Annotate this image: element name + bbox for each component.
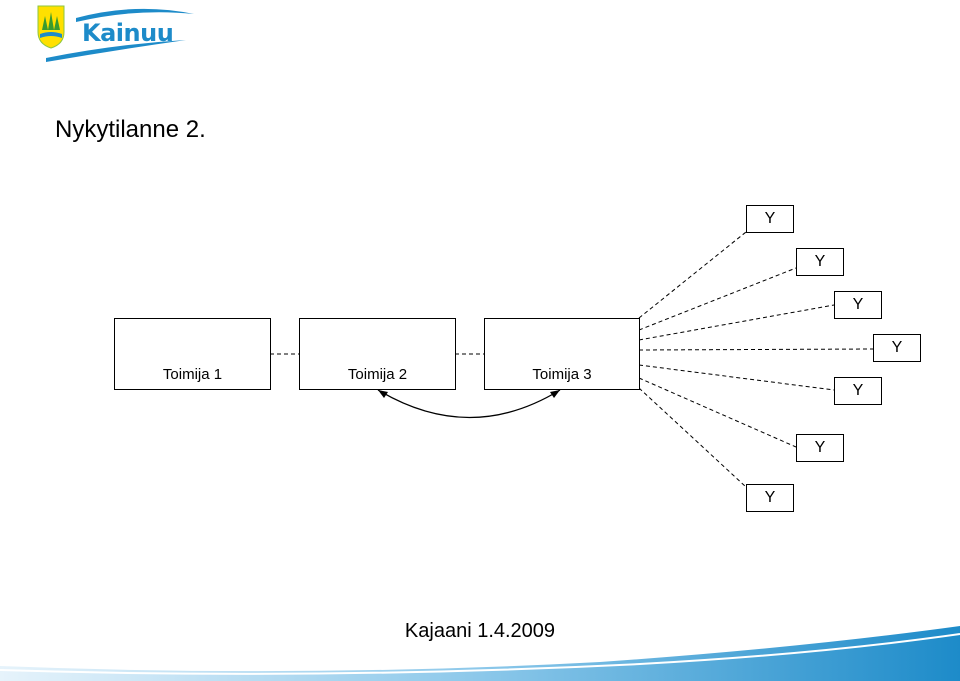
actor-box-3: Toimija 3 xyxy=(484,318,640,390)
actor-label: Toimija 1 xyxy=(162,366,223,383)
connector-3-y2 xyxy=(638,267,797,331)
customer-box-7: Y xyxy=(746,484,794,512)
curved-arrow-2-3 xyxy=(377,389,561,419)
connector-3-y3 xyxy=(638,304,835,341)
customer-box-3: Y xyxy=(834,291,882,319)
connector-3-y5 xyxy=(638,364,835,391)
customer-box-6: Y xyxy=(796,434,844,462)
arrowhead-right xyxy=(550,390,560,398)
actor-box-1: Toimija 1 xyxy=(114,318,271,390)
actor-box-2: Toimija 2 xyxy=(299,318,456,390)
customer-box-5: Y xyxy=(834,377,882,405)
connector-3-y6 xyxy=(638,377,797,448)
footer-wave xyxy=(0,626,960,681)
customer-box-1: Y xyxy=(746,205,794,233)
page-title: Nykytilanne 2. xyxy=(55,116,206,143)
footer-date: Kajaani 1.4.2009 xyxy=(404,620,556,642)
customer-box-2: Y xyxy=(796,248,844,276)
kainuu-logo: Kainuu xyxy=(36,4,196,62)
kainuu-emblem-icon xyxy=(37,5,194,62)
arrowhead-left xyxy=(378,390,388,398)
actor-label: Toimija 2 xyxy=(347,366,408,383)
customer-box-4: Y xyxy=(873,334,921,362)
actor-label: Toimija 3 xyxy=(532,366,592,383)
logo-wordmark: Kainuu xyxy=(82,19,174,47)
connector-3-y7 xyxy=(638,387,747,488)
connector-3-y4 xyxy=(638,348,874,351)
connector-3-y1 xyxy=(638,231,747,319)
